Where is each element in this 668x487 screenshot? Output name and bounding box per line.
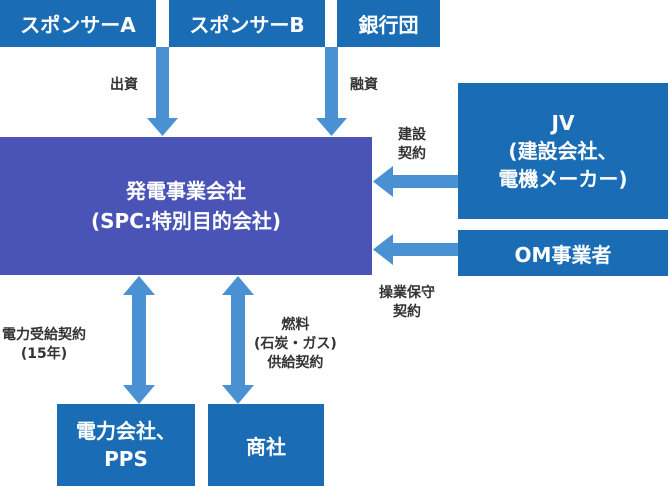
construction-label: 建設 契約: [398, 127, 426, 162]
jv-line-3: 電機メーカー): [498, 167, 628, 191]
fuel-contract-arrow: [222, 276, 254, 404]
power-contract-label: 電力受給契約 (15年): [2, 327, 86, 362]
sponsor-a-label: スポンサーA: [20, 13, 136, 37]
jv-line-2: (建設会社、: [508, 139, 618, 163]
bank-box: 銀行団: [337, 0, 440, 47]
spc-title: 発電事業会社: [126, 179, 246, 203]
investment-label: 出資: [110, 77, 138, 93]
financing-label: 融資: [350, 77, 378, 93]
om-arrow: [373, 234, 458, 265]
om-label: OM事業者: [514, 242, 612, 267]
sponsor-a-box: スポンサーA: [0, 0, 156, 47]
utility-line-1: 電力会社、: [76, 419, 176, 443]
investment-arrow: [147, 47, 178, 136]
om-box: OM事業者: [458, 230, 668, 276]
om-contract-label: 操業保守 契約: [379, 285, 435, 320]
utility-line-2: PPS: [104, 447, 148, 471]
trading-box: 商社: [208, 404, 324, 486]
utility-box: 電力会社、 PPS: [57, 404, 195, 486]
trading-label: 商社: [246, 434, 286, 459]
construction-arrow: [373, 166, 458, 197]
sponsor-b-box: スポンサーB: [169, 0, 325, 47]
spc-subtitle: (SPC:特別目的会社): [90, 209, 282, 233]
fuel-contract-label: 燃料 (石炭・ガス) 供給契約: [254, 317, 337, 371]
sponsor-b-label: スポンサーB: [189, 13, 305, 37]
jv-box: JV (建設会社、 電機メーカー): [458, 83, 668, 219]
jv-line-1: JV: [551, 111, 575, 135]
power-contract-arrow: [123, 276, 155, 404]
financing-arrow: [316, 47, 347, 136]
spc-box: 発電事業会社 (SPC:特別目的会社): [0, 137, 372, 275]
bank-label: 銀行団: [358, 13, 419, 37]
